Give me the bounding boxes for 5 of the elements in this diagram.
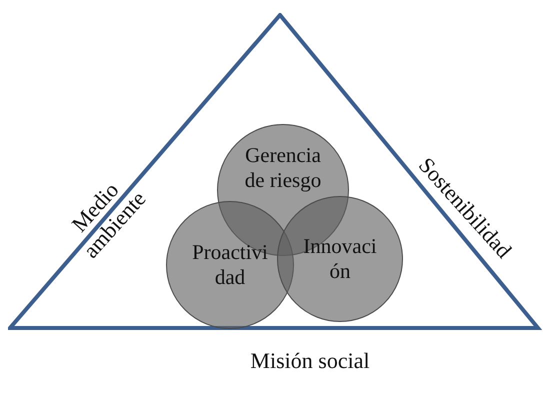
triangle-outline (8, 13, 542, 332)
circle-label: Proactividad (191, 240, 269, 290)
circle-label: Gerencia de riesgo (244, 143, 322, 193)
side-label: Misión social (250, 348, 370, 374)
circle-label: Innovación (302, 234, 378, 284)
